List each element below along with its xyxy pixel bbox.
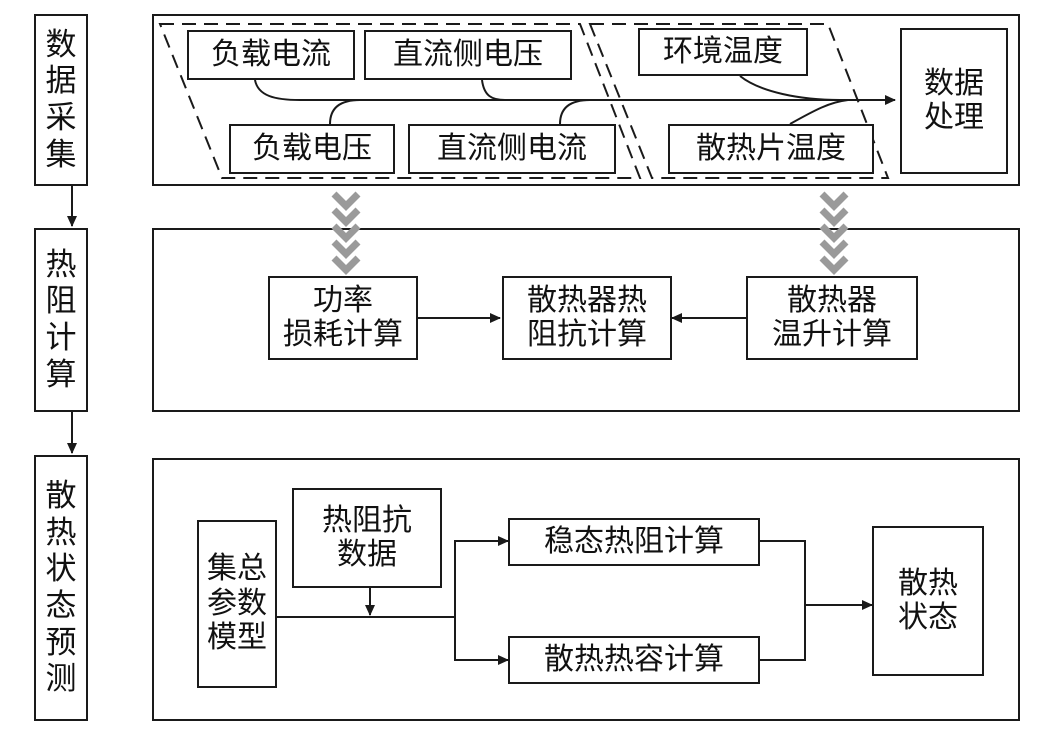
- stage-thermal-resistance-calc: 热 阻 计 算: [34, 228, 88, 412]
- dc-side-current-box: 直流侧电流: [408, 124, 616, 174]
- lumped-parameter-model-box: 集总 参数 模型: [197, 520, 277, 688]
- panel-data-collection: [152, 14, 1020, 186]
- load-current-box: 负载电流: [187, 30, 355, 80]
- heatsink-temp-rise-calc-box: 散热器 温升计算: [746, 276, 918, 360]
- stage-thermal-state-prediction: 散 热 状 态 预 测: [34, 455, 88, 721]
- ambient-temperature-box: 环境温度: [638, 28, 808, 76]
- panel-thermal-state-prediction: [152, 458, 1020, 721]
- thermal-state-box: 散热 状态: [872, 526, 984, 676]
- panel-thermal-resistance-calc: [152, 228, 1020, 412]
- dc-side-voltage-box: 直流侧电压: [364, 30, 572, 80]
- power-loss-calc-box: 功率 损耗计算: [268, 276, 418, 360]
- heatsink-impedance-calc-box: 散热器热 阻抗计算: [502, 276, 672, 360]
- steady-state-resistance-calc-box: 稳态热阻计算: [508, 518, 760, 566]
- heat-capacity-calc-box: 散热热容计算: [508, 636, 760, 684]
- heatsink-temperature-box: 散热片温度: [668, 124, 874, 174]
- load-voltage-box: 负载电压: [229, 124, 395, 174]
- data-processing-box: 数据 处理: [900, 28, 1008, 174]
- stage-data-collection: 数 据 采 集: [34, 14, 88, 186]
- thermal-impedance-data-box: 热阻抗 数据: [292, 488, 442, 588]
